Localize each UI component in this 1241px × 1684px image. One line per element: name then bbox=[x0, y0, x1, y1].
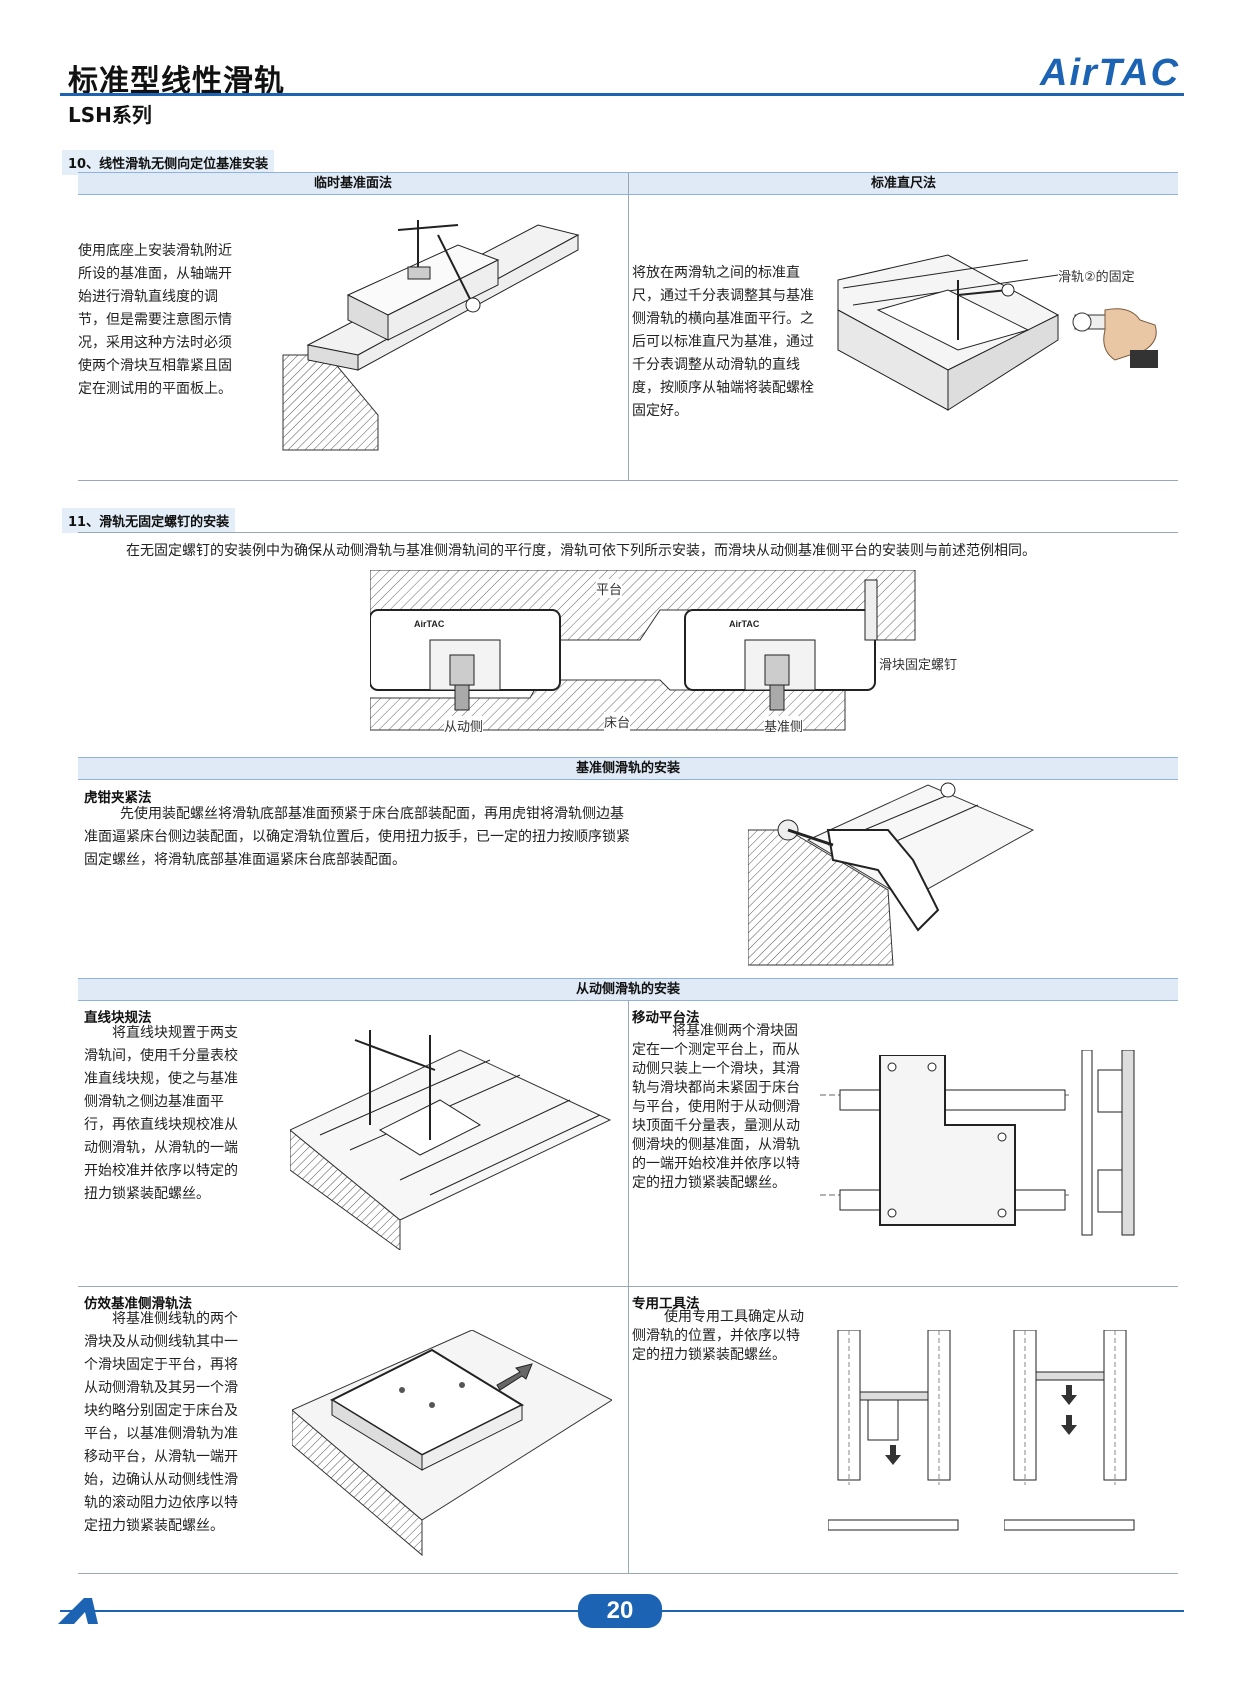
footer-logo-icon bbox=[58, 1598, 98, 1624]
section-11-intro: 在无固定螺钉的安装例中为确保从动侧滑轨与基准侧滑轨间的平行度，滑轨可依下列所示安… bbox=[126, 543, 1036, 559]
label-screw: 滑块固定螺钉 bbox=[879, 654, 958, 673]
col2-text: 将放在两滑轨之间的标准直尺，通过千分表调整其与基准侧滑轨的横向基准面平行。之后可… bbox=[632, 265, 814, 419]
col1-header: 临时基准面法 bbox=[78, 172, 628, 195]
m2-title: 移动平台法 bbox=[632, 1010, 700, 1026]
label-reference: 基准侧 bbox=[764, 716, 804, 735]
m1-title: 直线块规法 bbox=[84, 1010, 152, 1026]
m4-figure-right bbox=[1004, 1330, 1135, 1531]
m4-figure-left bbox=[828, 1330, 959, 1531]
vise-text: 先使用装配螺丝将滑轨底部基准面预紧于床台底部装配面，再用虎钳将滑轨侧边基准面逼紧… bbox=[84, 806, 630, 868]
m2-side-figure bbox=[1081, 1050, 1135, 1236]
col2-header: 标准直尺法 bbox=[629, 172, 1178, 195]
block-brand-right: AirTAC bbox=[729, 619, 760, 629]
section-10-title: 10、线性滑轨无侧向定位基准安装 bbox=[62, 150, 275, 175]
divider bbox=[78, 532, 1178, 533]
divider bbox=[78, 1573, 1178, 1574]
page-number: 20 bbox=[578, 1594, 662, 1628]
label-platform: 平台 bbox=[596, 579, 623, 598]
cross-section-figure bbox=[370, 570, 916, 731]
m2-figure bbox=[820, 1055, 1070, 1226]
right-block bbox=[684, 609, 876, 711]
header-rule bbox=[60, 93, 1184, 96]
divider bbox=[78, 480, 1178, 481]
series-subtitle: LSH系列 bbox=[68, 103, 152, 127]
divider bbox=[78, 1286, 1178, 1287]
col1-text: 使用底座上安装滑轨附近所设的基准面，从轴端开始进行滑轨直线度的调节，但是需要注意… bbox=[78, 243, 232, 397]
brand-logo: AirTAC bbox=[1040, 52, 1181, 94]
label-bed: 床台 bbox=[604, 712, 631, 731]
m2-text: 将基准侧两个滑块固定在一个测定平台上，而从动侧只装上一个滑块，其滑轨与滑块都尚未… bbox=[632, 1023, 800, 1191]
m1-figure bbox=[290, 1030, 612, 1250]
m3-figure bbox=[292, 1330, 612, 1557]
ruler-method-figure bbox=[837, 254, 1060, 411]
left-block bbox=[370, 609, 561, 711]
ruler-fig-label: 滑轨②的固定 bbox=[1058, 266, 1135, 285]
driven-header: 从动侧滑轨的安装 bbox=[78, 978, 1178, 1001]
m1-text: 将直线块规置于两支滑轨间，使用千分量表校准直线块规，使之与基准侧滑轨之侧边基准面… bbox=[84, 1025, 238, 1202]
vise-title: 虎钳夹紧法 bbox=[84, 790, 152, 806]
block-brand-left: AirTAC bbox=[414, 619, 445, 629]
hand-wrench-icon bbox=[1072, 308, 1158, 368]
m3-text: 将基准侧线轨的两个滑块及从动侧线轨其中一个滑块固定于平台，再将从动侧滑轨及其另一… bbox=[84, 1311, 238, 1534]
m4-title: 专用工具法 bbox=[632, 1296, 700, 1312]
vise-figure bbox=[748, 782, 1035, 966]
ref-header: 基准侧滑轨的安装 bbox=[78, 757, 1178, 780]
column-divider bbox=[628, 172, 629, 480]
section-11-title: 11、滑轨无固定螺钉的安装 bbox=[62, 508, 236, 533]
m4-text: 使用专用工具确定从动侧滑轨的位置，并依序以特定的扭力锁紧装配螺丝。 bbox=[632, 1309, 804, 1363]
m3-title: 仿效基准侧滑轨法 bbox=[84, 1296, 192, 1312]
label-driven: 从动侧 bbox=[444, 716, 484, 735]
temp-reference-figure bbox=[282, 220, 580, 451]
